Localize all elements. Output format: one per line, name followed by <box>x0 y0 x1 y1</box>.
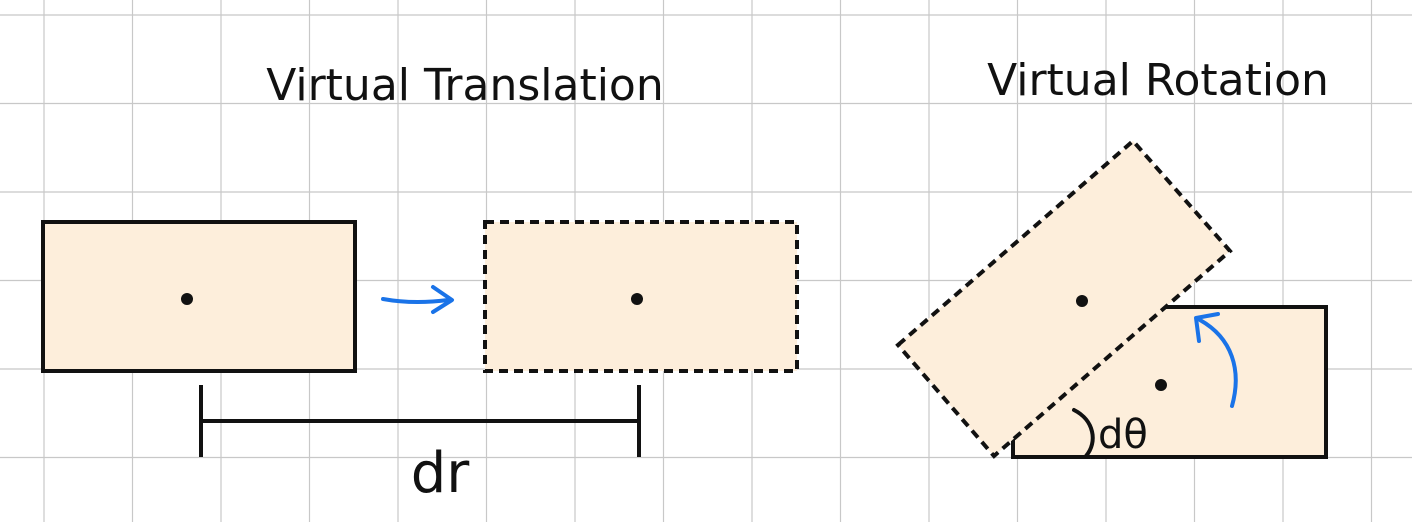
translated-center-of-mass <box>631 293 643 305</box>
original-block <box>41 220 357 373</box>
translation-title: Virtual Translation <box>266 60 664 111</box>
rotation-angle-label: dθ <box>1098 412 1148 458</box>
translation-arrow <box>381 285 454 314</box>
rotated-center-of-mass <box>1076 295 1088 307</box>
displacement-label: dr <box>411 441 471 506</box>
translation-panel: Virtual Translation dr <box>41 60 799 506</box>
rotation-arrow <box>1194 312 1238 408</box>
displacement-dimension <box>199 385 641 457</box>
unrotated-center-of-mass <box>1155 379 1167 391</box>
rotation-title: Virtual Rotation <box>987 55 1329 106</box>
rotation-angle-arc <box>1072 408 1095 458</box>
original-center-of-mass <box>181 293 193 305</box>
rotated-block <box>895 138 1233 459</box>
rotation-panel: Virtual Rotation dθ <box>895 55 1329 459</box>
